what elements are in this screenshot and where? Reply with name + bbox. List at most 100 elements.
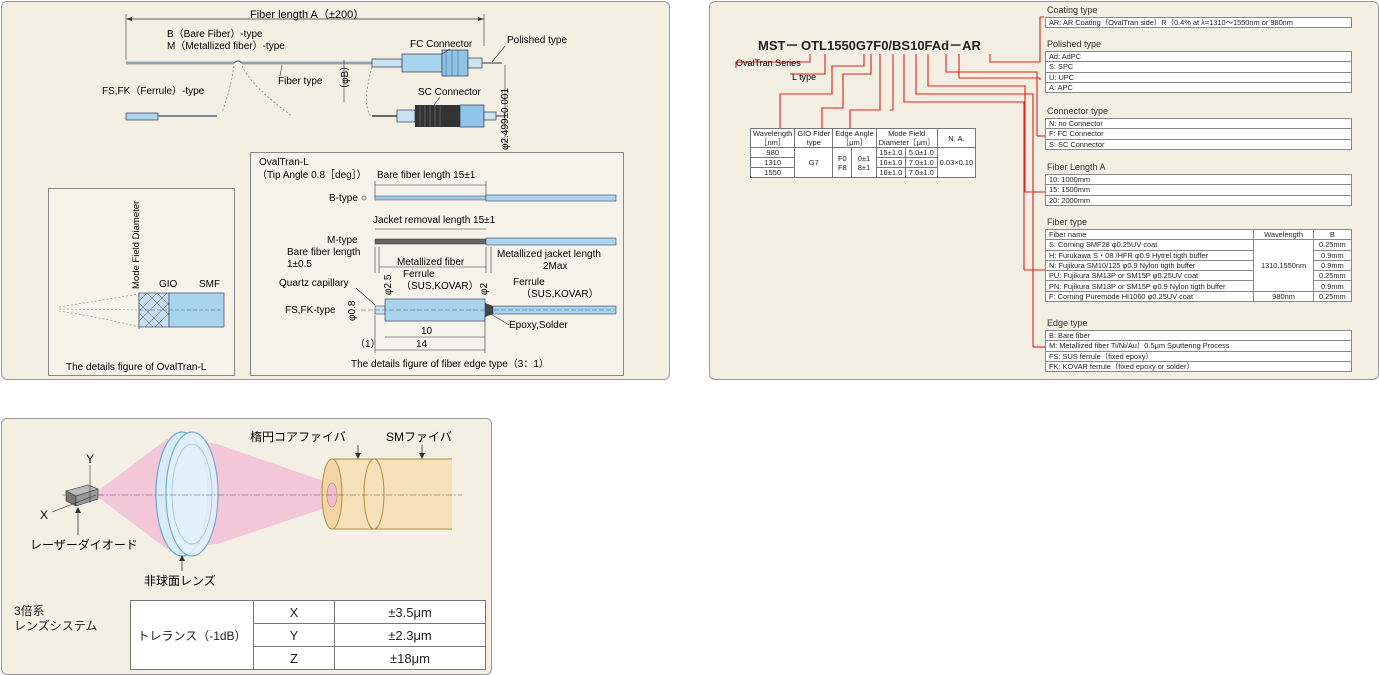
l-type-label: L type xyxy=(792,72,816,82)
ovaltran-l-label: OvalTran-L xyxy=(259,157,309,168)
coating-table: AR: AR Coating（OvalTran side）R（0.4% at λ… xyxy=(1045,16,1352,29)
ferrule1-material-label: （SUS,KOVAR） xyxy=(401,280,479,292)
ordering-code-panel: MST－ OTL1550G7F0/BS10FAd－AR OvalTran Ser… xyxy=(709,1,1379,380)
m-type-label: M（Metallized fiber）-type xyxy=(167,40,285,52)
th-fiber-wavelength: Wavelength xyxy=(1253,228,1314,241)
dim-10-label: 10 xyxy=(421,326,433,337)
edge-detail-diagram: OvalTran-L （Tip Angle 0.8［deg］） Bare fib… xyxy=(257,157,617,370)
polished-row: U: UPC xyxy=(1045,71,1352,83)
dim-1-label: （1） xyxy=(355,338,381,350)
fiber-name-cell: S: Corning SMF28 φ0.25UV coat xyxy=(1044,239,1255,251)
m-type-edge-label: M-type xyxy=(327,235,358,246)
th-edge-angle: Edge Angle［μm］ xyxy=(832,128,877,148)
x-axis-label: X xyxy=(40,508,48,522)
tolerance-table: トレランス（-1dB） X ±3.5μm Y ±2.3μm Z ±18μm xyxy=(130,600,486,670)
gio-cell: G7 xyxy=(794,147,834,178)
mf1-cell: 16±1.0 xyxy=(875,157,907,168)
phi-08-label: φ0.8 xyxy=(347,300,358,321)
metallized-jacket-label: Metallized jacket length xyxy=(497,249,601,260)
lens-label: 非球面レンズ xyxy=(144,573,216,588)
fiber-name-cell: H: Furukawa S・08 /HFR φ0.9 Hytrel tigth … xyxy=(1044,249,1255,261)
edge-detail-box: OvalTran-L （Tip Angle 0.8［deg］） Bare fib… xyxy=(250,152,624,376)
mf1-cell: 15±1.0 xyxy=(875,147,907,158)
fiber-length-label: Fiber length A（±200） xyxy=(250,8,364,21)
mf2-cell: 7.0±1.0 xyxy=(905,157,938,168)
fiber-name-cell: F: Corning Puremode HI1060 φ0.25UV coat xyxy=(1044,290,1255,303)
metallized-fiber-label: Metallized fiber xyxy=(397,257,465,268)
phi-2-label: φ2 xyxy=(479,283,490,295)
fiber-b-cell: 0.25mm xyxy=(1312,239,1353,251)
laser-diode-label: レーザーダイオード xyxy=(30,537,138,552)
edge-type-title: Edge type xyxy=(1047,318,1088,328)
edge-type-row: M: Metallized fiber Ti/Ni/Au）0.5μm Sputt… xyxy=(1045,340,1352,352)
wl-cell: 1550 xyxy=(749,167,796,178)
fiber-wl-cell: 980nm xyxy=(1253,290,1314,303)
quartz-capillary-label: Quartz capillary xyxy=(279,278,348,289)
lens-system-diagram: Y X レーザーダイオード 非球面レンズ 楕円コアファイバ SMファイバ xyxy=(30,430,462,588)
connector-row: N: no Connector xyxy=(1045,117,1352,130)
polished-table: Ad: AdPC S: SPC U: UPC A: APC xyxy=(1045,50,1352,94)
fs-fk-edge-label: FS,FK-type xyxy=(285,305,336,316)
tolerance-value: ±18μm xyxy=(334,646,486,670)
tolerance-label: トレランス（-1dB） xyxy=(130,600,254,670)
fiber-name-cell: PU: Fujikura SM13P or SM15P φ0.25UV coat xyxy=(1044,270,1255,282)
lens-system-caption: 3倍系 レンズシステム xyxy=(14,604,97,634)
th-fiber-name: Fiber name xyxy=(1044,228,1255,241)
fiber-b-cell: 0.25mm xyxy=(1312,270,1353,282)
system-ratio-label: 3倍系 xyxy=(14,604,45,618)
length-title: Fiber Length A xyxy=(1047,162,1106,172)
fs-fk-type-label: FS,FK（Ferrule）-type xyxy=(102,85,205,97)
length-table: 10: 1000mm 15: 1500mm 20: 2000mm xyxy=(1045,173,1352,206)
epoxy-solder-label: Epoxy,Solder xyxy=(509,320,568,331)
ellipse-fiber-label: 楕円コアファイバ xyxy=(250,430,346,444)
coating-title: Coating type xyxy=(1047,5,1098,15)
sm-fiber-label: SMファイバ xyxy=(386,430,452,444)
th-na: N. A. xyxy=(936,128,977,148)
ferrule2-material-label: （SUS,KOVAR） xyxy=(521,288,599,300)
polished-row: S: SPC xyxy=(1045,61,1352,73)
y-axis-label: Y xyxy=(86,452,94,466)
axis-cell: X xyxy=(253,600,335,624)
fiber-name-cell: N: Fujikura SM10/125 φ0.9 Nylon tigth bu… xyxy=(1044,259,1255,272)
axis-cell: Y xyxy=(253,623,335,647)
fiber-structure-panel: Fiber length A（±200） B（Bare Fiber）-type … xyxy=(1,1,670,380)
fiber-name-cell: PN: Fujikura SM13P or SM15P φ0.9 Nylon t… xyxy=(1044,280,1255,292)
th-wavelength: Wavelength［nm］ xyxy=(749,128,796,148)
fiber-type-label: Fiber type xyxy=(278,76,323,87)
b-type-edge-label: B-type xyxy=(329,193,358,204)
fc-connector-label: FC Connector xyxy=(410,39,473,50)
edge-type-row: FK: KOVAR ferrule（fixed epoxy or solder） xyxy=(1045,360,1352,373)
th-fiber-b: B xyxy=(1312,228,1353,241)
dim-14-label: 14 xyxy=(416,339,428,350)
code-prefix: MST－ xyxy=(758,38,798,53)
ovaltran-caption: The details figure of OvalTran-L xyxy=(66,362,207,373)
mf2-cell: 5.0±1.0 xyxy=(905,147,938,158)
connector-title: Connector type xyxy=(1047,106,1109,116)
axis-cell: Z xyxy=(253,646,335,670)
polished-type-label: Polished type xyxy=(507,35,567,46)
fiber-b-cell: 0.9mm xyxy=(1312,280,1353,292)
edge-detail-caption: The details figure of fiber edge type（3：… xyxy=(351,358,549,370)
mf1-cell: 16±1.0 xyxy=(875,167,907,178)
length-row: 10: 1000mm xyxy=(1045,173,1352,186)
gio-label: GIO xyxy=(159,279,178,290)
wl-cell: 1310 xyxy=(749,157,796,168)
ovaltran-detail-diagram: Mode Field Diameter GIO SMF The details … xyxy=(58,201,225,373)
metallized-max-label: 2Max xyxy=(543,261,567,272)
sc-connector-label: SC Connector xyxy=(418,87,481,98)
tolerance-value: ±2.3μm xyxy=(334,623,486,647)
series-label: OvalTran Series xyxy=(736,58,801,68)
fiber-wl-cell: 1310,1550nm xyxy=(1253,239,1314,292)
edge-type-table: B: Bare fiber M: Metallized fiber Ti/Ni/… xyxy=(1045,329,1352,373)
wl-cell: 980 xyxy=(749,147,796,158)
fiber-b-cell: 0.25mm xyxy=(1312,290,1353,303)
jacket-removal-label: Jacket removal length 15±1 xyxy=(373,215,496,226)
tolerance-value: ±3.5μm xyxy=(334,600,486,624)
fiber-structure-diagram: Fiber length A（±200） B（Bare Fiber）-type … xyxy=(102,8,567,150)
coating-row: AR: AR Coating（OvalTran side）R（0.4% at λ… xyxy=(1045,16,1352,29)
fiber-b-cell: 0.9mm xyxy=(1312,259,1353,272)
